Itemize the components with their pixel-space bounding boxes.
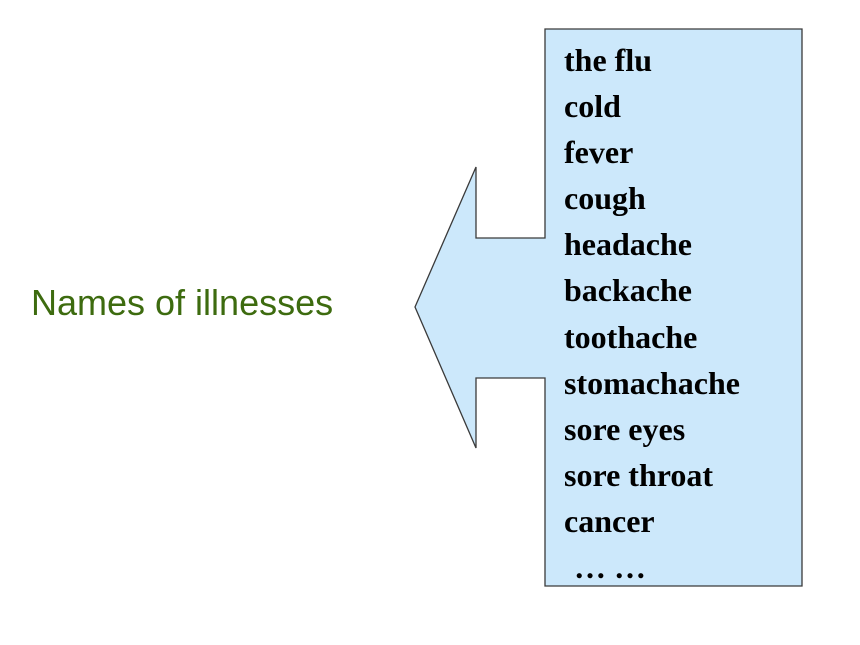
illness-word-list: the flu cold fever cough headache backac… (564, 37, 740, 590)
list-item: cold (564, 88, 621, 125)
list-item: stomachache (564, 364, 740, 401)
list-item: sore throat (564, 456, 714, 493)
caption-names-of-illnesses: Names of illnesses (31, 282, 334, 323)
list-item: fever (564, 134, 634, 171)
list-item: cough (564, 180, 646, 217)
list-item: cancer (564, 502, 655, 539)
list-item-ellipsis: … … (574, 549, 646, 586)
list-item: toothache (564, 318, 698, 355)
list-item: backache (564, 272, 692, 309)
list-item: headache (564, 226, 692, 263)
callout-outline (414, 28, 803, 587)
list-item: the flu (564, 42, 652, 78)
list-item: sore eyes (564, 410, 686, 447)
